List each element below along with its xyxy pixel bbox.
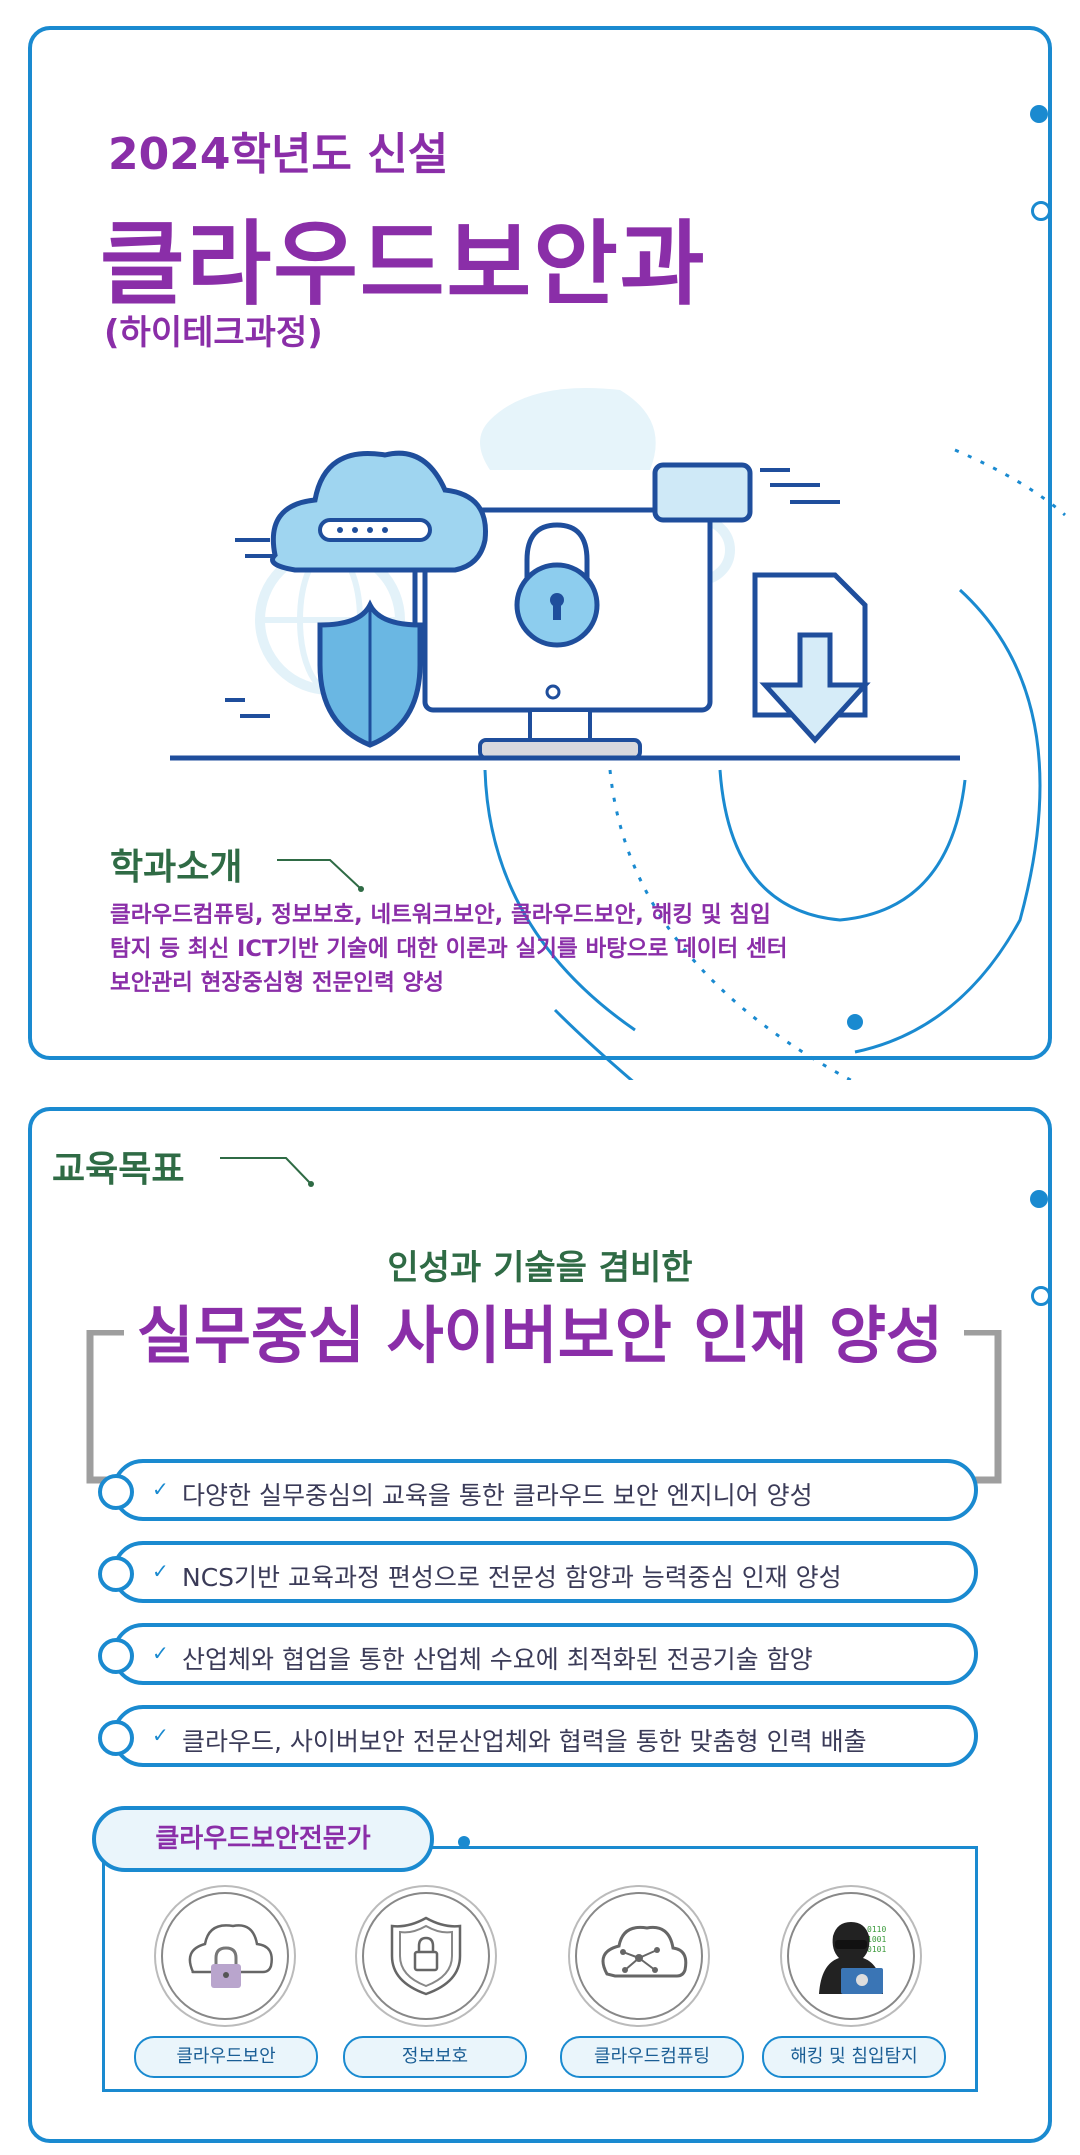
intro-heading: 학과소개 [110, 847, 243, 888]
goals-subtitle: 인성과 기술을 겸비한 [387, 1248, 693, 1288]
card-connector-ring [1031, 1286, 1051, 1306]
goal-item: ✓ NCS기반 교육과정 편성으로 전문성 함양과 능력중심 인재 양성 [112, 1541, 978, 1603]
card-connector-ring [1031, 201, 1051, 221]
year-line: 2024학년도 신설 [108, 129, 449, 180]
heading-underline-decoration [220, 1157, 314, 1187]
experts-connector-dot [458, 1836, 470, 1848]
experts-box [102, 1846, 978, 2092]
check-icon: ✓ [152, 1477, 169, 1501]
goals-heading: 교육목표 [52, 1149, 185, 1190]
goal-item-text: 클라우드, 사이버보안 전문산업체와 협력을 통한 맞춤형 인력 배출 [182, 1727, 867, 1756]
expert-icon-circle [575, 1892, 703, 2020]
pill-knob-decoration [98, 1720, 134, 1756]
dept-name-title: 클라우드보안과 [100, 211, 707, 318]
intro-body-line: 클라우드컴퓨팅, 정보보호, 네트워크보안, 클라우드보안, 해킹 및 침입 [110, 902, 771, 928]
expert-tag: 해킹 및 침입탐지 [762, 2036, 946, 2078]
goal-item-text: 산업체와 협업을 통한 산업체 수요에 최적화된 전공기술 함양 [182, 1645, 813, 1674]
check-icon: ✓ [152, 1559, 169, 1583]
svg-text:0101: 0101 [867, 1945, 886, 1954]
expert-icon-circle: 0110 1001 0101 [787, 1892, 915, 2020]
goal-item: ✓ 다양한 실무중심의 교육을 통한 클라우드 보안 엔지니어 양성 [112, 1459, 978, 1521]
goal-item: ✓ 클라우드, 사이버보안 전문산업체와 협력을 통한 맞춤형 인력 배출 [112, 1705, 978, 1767]
card-connector-dot [1030, 105, 1048, 123]
pill-knob-decoration [98, 1556, 134, 1592]
pill-knob-decoration [98, 1638, 134, 1674]
expert-tag: 클라우드컴퓨팅 [560, 2036, 744, 2078]
cloud-network-icon [601, 1925, 688, 1978]
intro-body-line: 보안관리 현장중심형 전문인력 양성 [110, 970, 445, 996]
dept-subtitle: (하이테크과정) [104, 313, 323, 353]
goals-title: 실무중심 사이버보안 인재 양성 [136, 1299, 944, 1372]
expert-tag: 정보보호 [343, 2036, 527, 2078]
goal-item-text: NCS기반 교육과정 편성으로 전문성 함양과 능력중심 인재 양성 [182, 1563, 842, 1592]
intro-body: 클라우드컴퓨팅, 정보보호, 네트워크보안, 클라우드보안, 해킹 및 침입 탐… [110, 898, 787, 1000]
experts-heading-pill: 클라우드보안전문가 [92, 1806, 434, 1872]
goal-item: ✓ 산업체와 협업을 통한 산업체 수요에 최적화된 전공기술 함양 [112, 1623, 978, 1685]
heading-underline-decoration [277, 859, 364, 892]
expert-icon-circle [161, 1892, 289, 2020]
expert-icon-circle [362, 1892, 490, 2020]
check-icon: ✓ [152, 1641, 169, 1665]
expert-tag: 클라우드보안 [134, 2036, 318, 2078]
check-icon: ✓ [152, 1723, 169, 1747]
experts-heading: 클라우드보안전문가 [155, 1824, 371, 1854]
hacker-icon: 0110 1001 0101 [819, 1922, 889, 1994]
cloud-lock-icon [188, 1924, 273, 1988]
goal-item-text: 다양한 실무중심의 교육을 통한 클라우드 보안 엔지니어 양성 [182, 1481, 813, 1510]
svg-text:0110: 0110 [867, 1925, 886, 1934]
pill-knob-decoration [98, 1474, 134, 1510]
shield-lock-icon [390, 1916, 462, 1996]
card-connector-dot [1030, 1190, 1048, 1208]
svg-text:1001: 1001 [867, 1935, 886, 1944]
security-illustration [170, 388, 1066, 1080]
intro-body-line: 탐지 등 최신 ICT기반 기술에 대한 이론과 실기를 바탕으로 데이터 센터 [110, 936, 788, 962]
